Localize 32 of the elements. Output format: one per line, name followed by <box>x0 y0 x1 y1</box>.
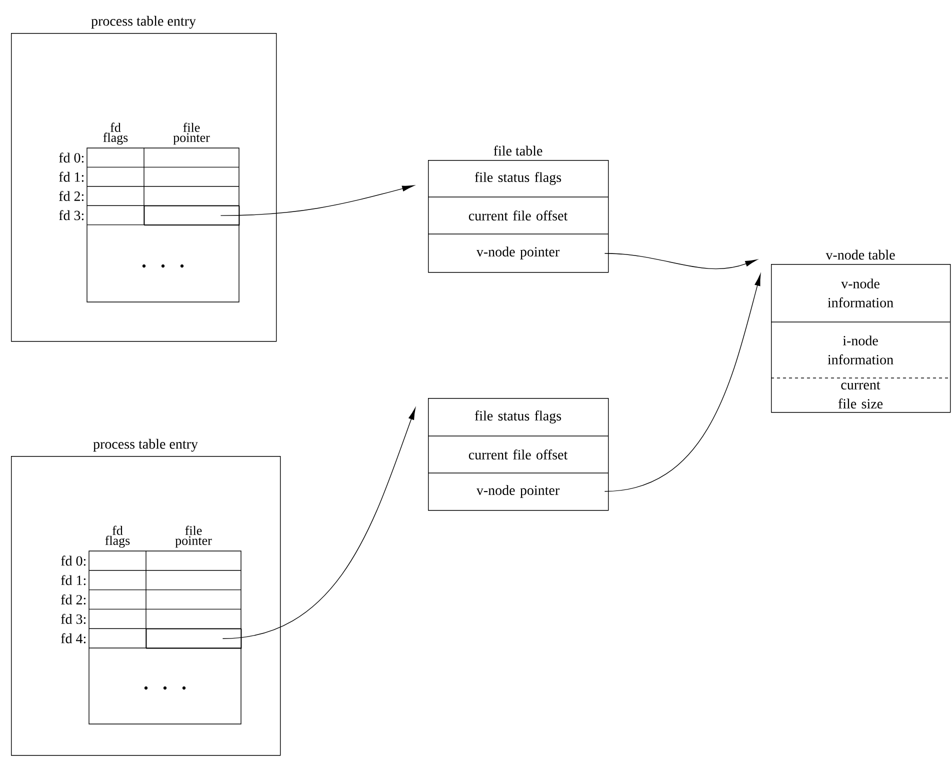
row-label: fd 4: <box>61 633 86 644</box>
box-heading: process table entry <box>91 16 196 29</box>
row-label: fd 1: <box>59 172 84 182</box>
column-header: fd flags <box>105 526 130 548</box>
arrow <box>220 185 414 216</box>
arrow <box>222 408 416 639</box>
cell-text: current file size <box>838 382 883 409</box>
cell-text: current file offset <box>468 450 568 460</box>
cell-text: file status flags <box>474 410 562 424</box>
cell-text: v-node pointer <box>476 246 560 260</box>
cell-text: v-node information <box>828 278 894 308</box>
arrow <box>604 274 761 492</box>
row-label: fd 2: <box>59 190 84 202</box>
row-label: fd 0: <box>61 556 86 566</box>
arrow <box>604 253 758 270</box>
cell-text: i-node information <box>828 336 894 364</box>
cell-text: v-node pointer <box>476 485 560 498</box>
column-header: file pointer <box>173 122 210 145</box>
column-header: file pointer <box>175 526 212 548</box>
pointer-cell <box>146 628 242 649</box>
pointer-cell <box>144 206 240 226</box>
row-label: fd 2: <box>61 594 86 605</box>
table-heading: v-node table <box>826 250 895 260</box>
box-heading: process table entry <box>93 438 198 452</box>
row-label: fd 0: <box>59 152 84 163</box>
row-label: fd 3: <box>59 210 84 220</box>
cell-text: current file offset <box>468 210 568 220</box>
cell-text: file status flags <box>474 172 562 185</box>
row-label: fd 3: <box>61 614 86 624</box>
row-label: fd 1: <box>61 575 86 586</box>
column-header: fd flags <box>103 122 128 145</box>
table-heading: file table <box>494 146 542 156</box>
